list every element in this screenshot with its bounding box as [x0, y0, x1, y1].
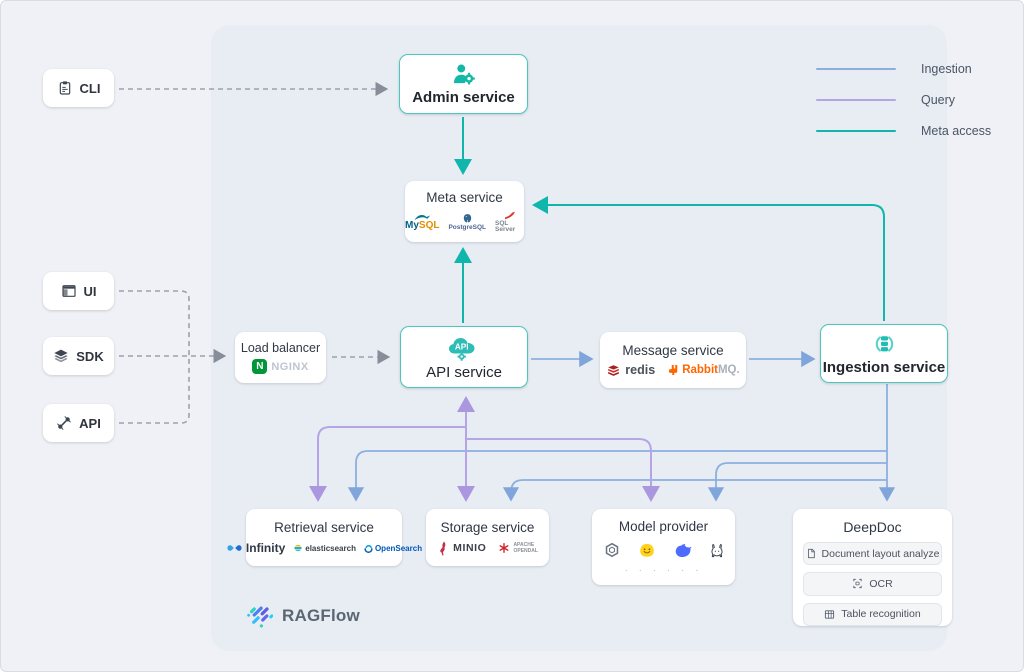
node-meta-service: Meta service MySQL PostgreSQL SQL Server [405, 181, 524, 242]
deepdoc-capability-document-layout: Document layout analyze [803, 542, 942, 566]
ingestion-line-swatch [816, 67, 896, 70]
infinity-logo: Infinity [226, 541, 285, 555]
table-icon [825, 610, 835, 619]
more-providers-dots: · · · · · · [624, 564, 703, 576]
node-api-service: API API service [400, 326, 528, 388]
ingestion-sync-icon [875, 335, 893, 352]
sql-server-logo: SQL Server [495, 211, 524, 234]
api-cloud-icon: API [449, 337, 475, 361]
postgresql-logo: PostgreSQL [448, 213, 486, 232]
brand-name: RAGFlow [282, 606, 360, 625]
deepdoc-capability-label: Document layout analyze [821, 547, 940, 560]
node-message-service: Message service redis RabbitMQ. [600, 332, 746, 388]
query-line-swatch [816, 98, 896, 101]
opendal-logo: APACHE OPENDAL [498, 542, 538, 554]
nginx-icon: N [252, 359, 268, 374]
openai-icon [605, 542, 618, 557]
node-label: CLI [79, 80, 101, 96]
node-load-balancer: Load balancer N NGINX [235, 332, 326, 383]
legend-item-query: Query [816, 84, 991, 115]
node-title: API service [426, 363, 502, 381]
minio-logo: MINIO [437, 541, 486, 556]
node-label: SDK [76, 348, 104, 364]
node-sdk: SDK [43, 337, 114, 375]
legend-label: Ingestion [921, 61, 972, 76]
svg-text:API: API [455, 342, 469, 351]
ui-icon [61, 285, 76, 297]
node-title: DeepDoc [843, 519, 902, 535]
deepdoc-capability-ocr: OCR [803, 572, 942, 596]
node-title: Admin service [412, 88, 515, 106]
legend: Ingestion Query Meta access [816, 53, 991, 146]
elasticsearch-logo: elasticsearch [293, 543, 356, 553]
cli-icon [59, 81, 70, 95]
deepdoc-capability-label: OCR [869, 577, 893, 590]
node-ui: UI [43, 272, 114, 310]
legend-item-meta-access: Meta access [816, 115, 991, 146]
node-storage-service: Storage service MINIO APACHE OPENDAL [426, 509, 549, 566]
sdk-icon [54, 349, 68, 363]
node-title: Ingestion service [822, 358, 946, 376]
mysql-logo: MySQL [405, 213, 439, 231]
node-api: API [43, 404, 114, 442]
deepdoc-capability-label: Table recognition [841, 608, 921, 621]
admin-user-gear-icon [453, 64, 475, 84]
redis-logo: redis [606, 363, 655, 378]
node-title: Load balancer [240, 341, 321, 355]
opensearch-logo: OpenSearch [364, 544, 422, 553]
api-icon [57, 416, 71, 430]
node-title: Meta service [426, 189, 503, 205]
node-deepdoc: DeepDoc Document layout analyze OCR Tabl… [793, 509, 952, 626]
meta-access-line-swatch [816, 129, 896, 132]
huggingface-icon [639, 543, 654, 557]
ragflow-logo-icon [247, 606, 273, 628]
node-retrieval-service: Retrieval service Infinity elasticsearch… [227, 509, 422, 566]
legend-label: Query [921, 92, 956, 107]
node-title: Retrieval service [274, 520, 374, 535]
document-icon [807, 549, 815, 559]
legend-label: Meta access [921, 123, 992, 138]
deepdoc-capability-table-recognition: Table recognition [803, 602, 942, 626]
node-title: Storage service [440, 519, 535, 535]
rabbitmq-logo: RabbitMQ. [667, 364, 740, 376]
gear [462, 72, 475, 84]
legend-item-ingestion: Ingestion [816, 53, 991, 84]
ollama-icon [710, 543, 723, 557]
brand: RAGFlow [247, 603, 360, 629]
node-model-provider: Model provider · · · [592, 509, 735, 585]
node-title: Message service [622, 342, 724, 358]
node-ingestion-service: Ingestion service [820, 324, 948, 383]
nginx-logo-text: NGINX [271, 360, 309, 373]
node-cli: CLI [43, 69, 114, 107]
node-title: Model provider [618, 518, 709, 534]
ocr-scan-icon [853, 579, 862, 589]
node-label: UI [83, 283, 97, 299]
node-label: API [79, 415, 101, 431]
deepseek-icon [675, 543, 691, 557]
node-admin-service: Admin service [399, 54, 528, 114]
